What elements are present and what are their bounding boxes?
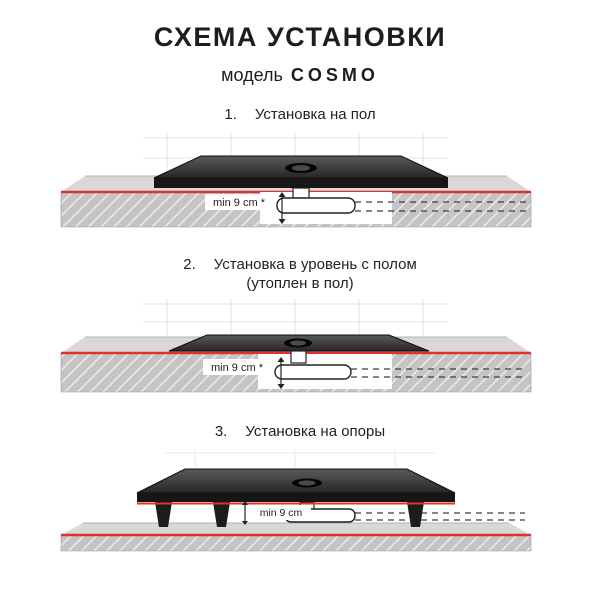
drain-cap — [284, 338, 312, 348]
section-2-caption-line2: (утоплен в пол) — [246, 275, 354, 292]
model-subtitle: модель COSMO — [221, 65, 379, 86]
section-install-flush: 2. Установка в уровень с полом (утоплен … — [55, 256, 545, 403]
section-2-caption: 2. Установка в уровень с полом — [183, 256, 417, 273]
wall-tiles — [165, 449, 435, 467]
diagram-install-flush: min 9 cm * — [60, 299, 532, 393]
drain-pipe-dashed — [351, 368, 527, 378]
section-1-number: 1. — [224, 106, 237, 123]
section-1-caption: 1. Установка на пол — [224, 106, 375, 123]
floor-slab — [60, 522, 532, 552]
siphon-trap — [276, 187, 356, 214]
diagram-install-on-supports: min 9 cm — [60, 449, 532, 552]
shower-tray — [136, 468, 456, 505]
section-1-caption-text: Установка на пол — [254, 106, 376, 123]
model-label: модель — [221, 65, 283, 85]
section-install-on-floor: 1. Установка на пол — [55, 106, 545, 236]
section-install-on-supports: 3. Установка на опоры — [55, 423, 545, 553]
page-title: СХЕМА УСТАНОВКИ — [153, 22, 447, 52]
drain-pipe-dashed — [355, 512, 525, 521]
drain-cap — [285, 163, 317, 173]
min-depth-label: min 9 cm — [260, 507, 303, 519]
min-depth-label-bg — [251, 505, 311, 520]
depth-arrow — [277, 357, 285, 389]
section-3-caption: 3. Установка на опоры — [215, 423, 385, 440]
diagram-install-on-floor: min 9 cm * — [60, 132, 532, 228]
min-depth-label: min 9 cm * — [213, 197, 266, 209]
section-2-caption-text: Установка в уровень с полом — [213, 256, 417, 273]
min-depth-label-bg — [203, 359, 271, 375]
drain-pipe-dashed — [355, 201, 527, 212]
drain-cap — [292, 478, 322, 488]
min-depth-label: min 9 cm * — [211, 362, 264, 374]
section-3-number: 3. — [214, 423, 228, 440]
depth-arrow — [242, 501, 248, 525]
section-3-caption-text: Установка на опоры — [245, 423, 386, 440]
wall-tiles — [143, 299, 447, 335]
siphon-trap — [274, 350, 352, 380]
depth-arrow — [278, 192, 286, 224]
model-name: COSMO — [290, 65, 379, 85]
support-legs — [155, 502, 424, 527]
min-depth-label-bg — [205, 194, 273, 210]
section-2-number: 2. — [183, 256, 196, 273]
